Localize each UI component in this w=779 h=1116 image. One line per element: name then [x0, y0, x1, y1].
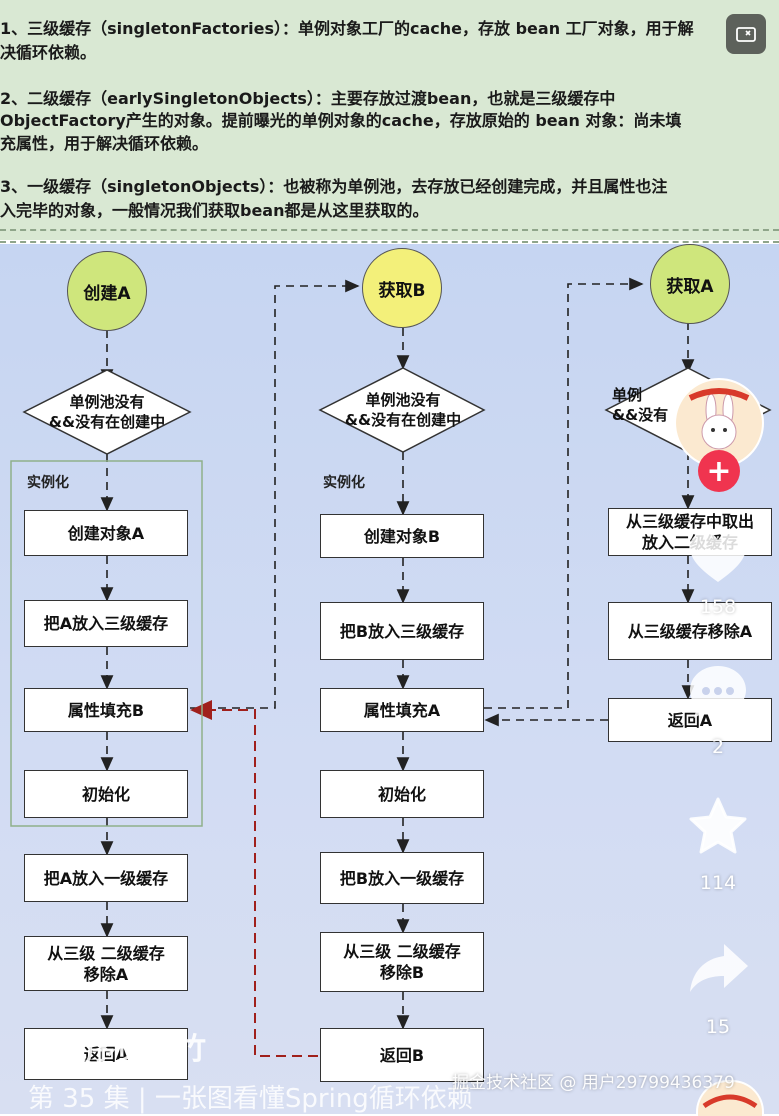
check-line: 单例池没有 [69, 393, 145, 411]
star-icon [689, 797, 747, 854]
like-count: 158 [699, 596, 737, 618]
remove-line: 移除B [379, 963, 425, 982]
favorite-button[interactable] [688, 796, 748, 860]
step-init-a: 初始化 [24, 770, 188, 818]
check-line: 单例池没有 [365, 391, 441, 409]
instantiate-label-a: 实例化 [27, 475, 69, 491]
check-line: &&没有在创建中 [344, 411, 462, 429]
step-put-b-level3: 把B放入三级缓存 [320, 602, 484, 660]
step-return-a-c: 返回A [608, 698, 772, 742]
pip-icon [736, 27, 756, 42]
remove-line: 从三级 二级缓存 [47, 943, 165, 963]
step-return-a: 返回A [24, 1028, 188, 1080]
note-level2-cont2: 充属性，用于解决循环依赖。 [0, 134, 209, 153]
step-put-a-level3: 把A放入三级缓存 [24, 600, 188, 647]
heart-icon [690, 532, 746, 582]
check-singleton-pool-c: 单例 &&没有 [612, 385, 692, 425]
remove-line: 移除A [83, 964, 129, 984]
note-level2-cont1: ObjectFactory产生的对象。提前曝光的单例对象的cache，存放原始的… [0, 111, 682, 130]
divider [0, 241, 779, 243]
note-level2: 2、二级缓存（earlySingletonObjects）：主要存放过渡bean… [0, 89, 616, 108]
start-get-b: 获取B [362, 248, 442, 328]
step-create-object-b: 创建对象B [320, 514, 484, 558]
site-watermark: 掘金技术社区 @ 用户2979943637​9 [452, 1073, 735, 1093]
note-level3: 1、三级缓存（singletonFactories）：单例对象工厂的cache，… [0, 19, 694, 38]
check-line: 单例 [612, 386, 643, 404]
share-count: 15 [705, 1016, 731, 1038]
step-remove-a: 从三级 二级缓存 移除A [24, 936, 188, 991]
notes-panel: 1、三级缓存（singletonFactories）：单例对象工厂的cache，… [0, 0, 779, 240]
start-get-a: 获取A [650, 244, 730, 324]
share-button[interactable] [688, 940, 750, 1000]
check-singleton-pool-a: 单例池没有 &&没有在创建中 [27, 392, 187, 432]
author-watermark: @程序员墨竹 [26, 1032, 206, 1067]
episode-caption: 第 35 集 | 一张图看懂Spring循环依赖 [28, 1084, 473, 1114]
start-create-a: 创建A [67, 251, 147, 331]
divider [0, 229, 779, 231]
favorite-count: 114 [699, 872, 737, 894]
follow-plus-icon[interactable]: + [698, 450, 740, 492]
step-remove-b: 从三级 二级缓存 移除B [320, 932, 484, 992]
check-singleton-pool-b: 单例池没有 &&没有在创建中 [323, 390, 483, 430]
step-put-a-level1: 把A放入一级缓存 [24, 854, 188, 902]
pip-button[interactable] [726, 14, 766, 54]
instantiate-label-b: 实例化 [323, 475, 365, 491]
step-populate-a: 属性填充A [320, 688, 484, 732]
avatar-bunny-icon [676, 380, 762, 466]
step-put-b-level1: 把B放入一级缓存 [320, 852, 484, 904]
check-line: &&没有 [612, 406, 669, 424]
note-level1-cont: 入完毕的对象，一般情况我们获取bean都是从这里获取的。 [0, 201, 429, 220]
step-create-object-a: 创建对象A [24, 510, 188, 556]
share-icon [690, 944, 748, 992]
remove-line: 从三级 二级缓存 [343, 942, 461, 961]
like-button[interactable] [688, 530, 748, 590]
music-disc-icon [702, 1094, 758, 1109]
step-remove-level3-a: 从三级缓存移除A [608, 602, 772, 660]
comment-icon [690, 666, 746, 718]
fetch-line: 从三级缓存中取出 [625, 512, 754, 531]
check-line: &&没有在创建中 [48, 413, 166, 431]
comment-count: 2 [711, 736, 725, 758]
note-level1: 3、一级缓存（singletonObjects）：也被称为单例池，去存放已经创建… [0, 177, 668, 196]
comment-button[interactable] [688, 662, 748, 724]
step-init-b: 初始化 [320, 770, 484, 818]
step-return-b: 返回B [320, 1028, 484, 1082]
step-populate-b: 属性填充B [24, 688, 188, 732]
note-level3-cont: 决循环依赖。 [0, 43, 97, 62]
